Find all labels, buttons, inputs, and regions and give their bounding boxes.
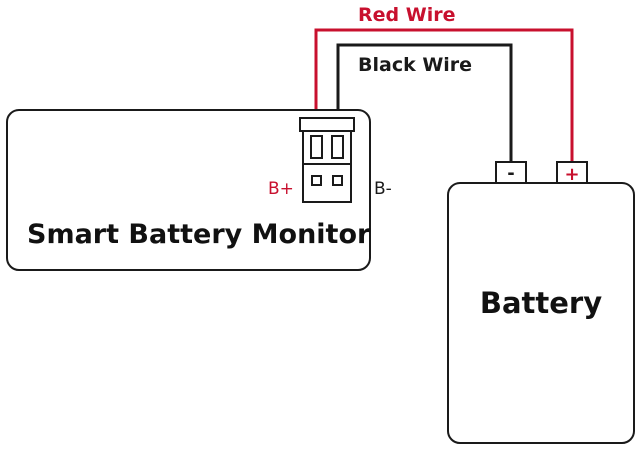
- red-wire-label: Red Wire: [358, 4, 455, 26]
- black-wire: [336, 43, 513, 162]
- battery-title: Battery: [480, 286, 602, 320]
- battery-positive-label: +: [564, 164, 579, 185]
- red-wire: [314, 28, 574, 162]
- smart-battery-monitor-box: [6, 109, 371, 271]
- battery-negative-label: -: [507, 163, 514, 184]
- black-wire-label: Black Wire: [358, 54, 472, 76]
- battery-box: [447, 182, 635, 444]
- pin-negative-label: B-: [374, 179, 392, 199]
- pin-positive-label: B+: [268, 179, 294, 199]
- monitor-connector: [299, 117, 355, 203]
- monitor-title: Smart Battery Monitor: [27, 219, 371, 250]
